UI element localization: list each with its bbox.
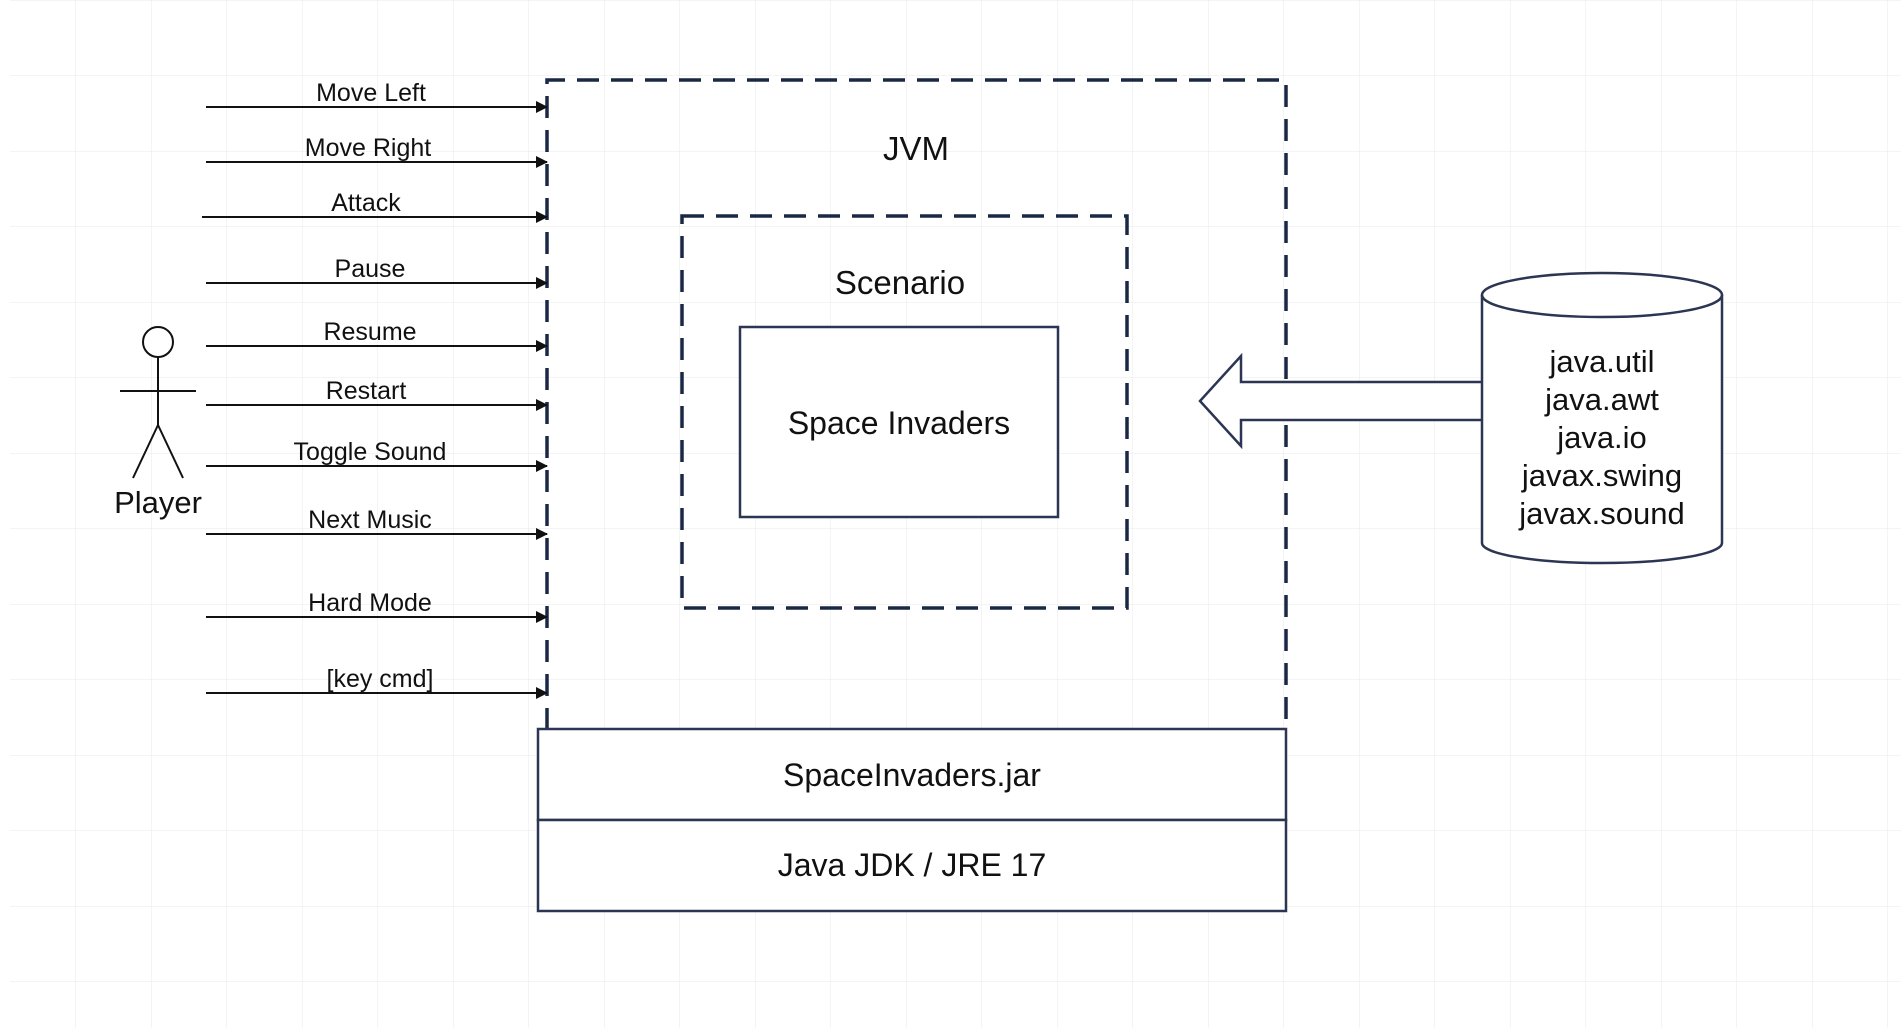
- library-item: java.io: [1556, 420, 1647, 455]
- scenario-label: Scenario: [835, 264, 965, 301]
- command-label: Attack: [331, 189, 401, 217]
- space-invaders-box[interactable]: [738, 325, 1060, 519]
- jvm-label: JVM: [883, 130, 949, 167]
- jar-box[interactable]: [536, 727, 1288, 822]
- command-label: Move Right: [305, 134, 431, 162]
- scenario-boundary: [680, 214, 1129, 610]
- command-label: Hard Mode: [308, 589, 432, 617]
- runtime-label: Java JDK / JRE 17: [778, 847, 1047, 883]
- space-invaders-label: Space Invaders: [788, 405, 1010, 441]
- library-cylinder[interactable]: [1480, 271, 1724, 565]
- command-label: Resume: [323, 318, 416, 346]
- library-item: java.util: [1548, 344, 1654, 379]
- library-item: javax.sound: [1518, 496, 1684, 531]
- command-label: Restart: [326, 377, 407, 405]
- library-item: java.awt: [1544, 382, 1659, 417]
- library-list: java.util java.awt java.io javax.swing j…: [1518, 344, 1684, 531]
- actor-right-leg: [157, 424, 184, 479]
- jar-label: SpaceInvaders.jar: [783, 757, 1041, 793]
- library-item: javax.swing: [1521, 458, 1682, 493]
- command-label: [key cmd]: [327, 665, 434, 693]
- runtime-box[interactable]: [536, 818, 1288, 913]
- command-label: Pause: [335, 255, 406, 283]
- command-label: Toggle Sound: [294, 438, 447, 466]
- cylinder-body: [1480, 295, 1724, 565]
- library-dependency-arrow: [1198, 352, 1514, 450]
- player-actor[interactable]: [120, 326, 196, 479]
- command-label: Next Music: [308, 506, 432, 534]
- actor-left-leg: [132, 424, 159, 479]
- player-label: Player: [114, 485, 202, 520]
- cylinder-top: [1480, 271, 1724, 319]
- actor-head: [142, 326, 174, 358]
- command-label: Move Left: [316, 79, 426, 107]
